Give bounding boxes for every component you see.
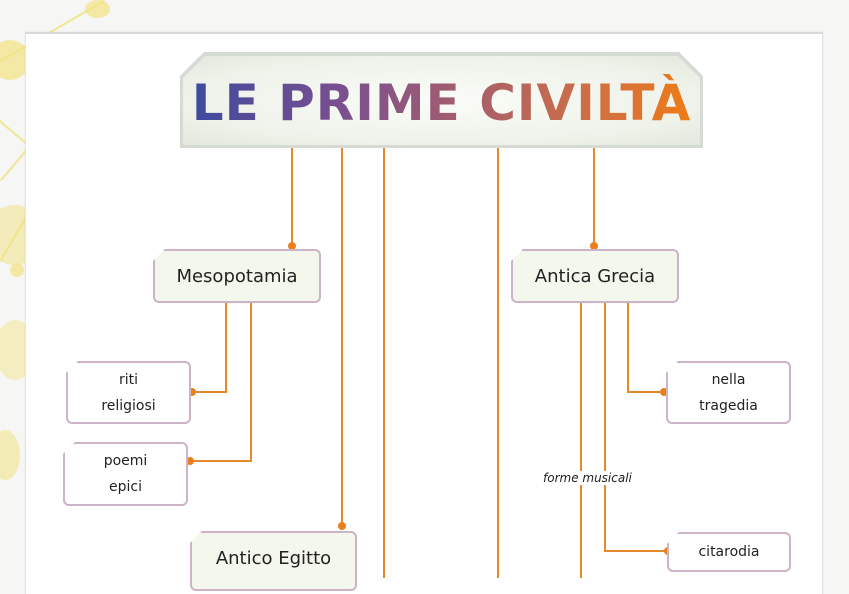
connector-line [627,303,629,393]
node-nella-tragedia[interactable]: nella tragedia [666,361,791,424]
connector-dot [338,522,346,530]
node-antica-grecia[interactable]: Antica Grecia [511,249,679,303]
node-mesopotamia[interactable]: Mesopotamia [153,249,321,303]
connector-dot [186,457,194,465]
node-poemi-epici[interactable]: poemi epici [63,442,188,506]
node-label-line2: religiosi [101,397,156,414]
connector-dot [660,388,668,396]
connector-dot [188,388,196,396]
connector-line [593,148,595,246]
connector-line [192,391,227,393]
title-banner: LE PRIME CIVILTÀ [183,56,700,145]
node-antico-egitto[interactable]: Antico Egitto [190,531,357,591]
node-label-line2: tragedia [699,397,758,414]
node-citarodia[interactable]: citarodia [667,532,791,572]
node-label-line1: nella [711,371,746,388]
node-label-line1: riti [118,371,139,388]
connector-dot [590,242,598,250]
node-label-line1: poemi [103,453,148,469]
node-label: Antica Grecia [534,265,656,287]
node-label: Mesopotamia [176,265,298,287]
connector-line [604,303,606,551]
connector-line [291,148,293,246]
node-riti-religiosi[interactable]: riti religiosi [66,361,191,424]
background-decoration [0,0,160,578]
connector-line [341,148,343,526]
connector-line [497,148,499,578]
edge-label-forme-musicali: forme musicali [541,471,634,485]
connector-line [627,391,664,393]
connector-line [580,303,582,578]
page-title: LE PRIME CIVILTÀ [191,73,692,132]
connector-line [250,303,252,462]
connector-line [190,460,252,462]
node-label: citarodia [698,544,760,560]
connector-dot [288,242,296,250]
node-label-line2: epici [109,479,142,495]
connector-line [604,550,668,552]
node-label: Antico Egitto [215,548,332,569]
connector-line [383,148,385,578]
connector-line [225,303,227,393]
